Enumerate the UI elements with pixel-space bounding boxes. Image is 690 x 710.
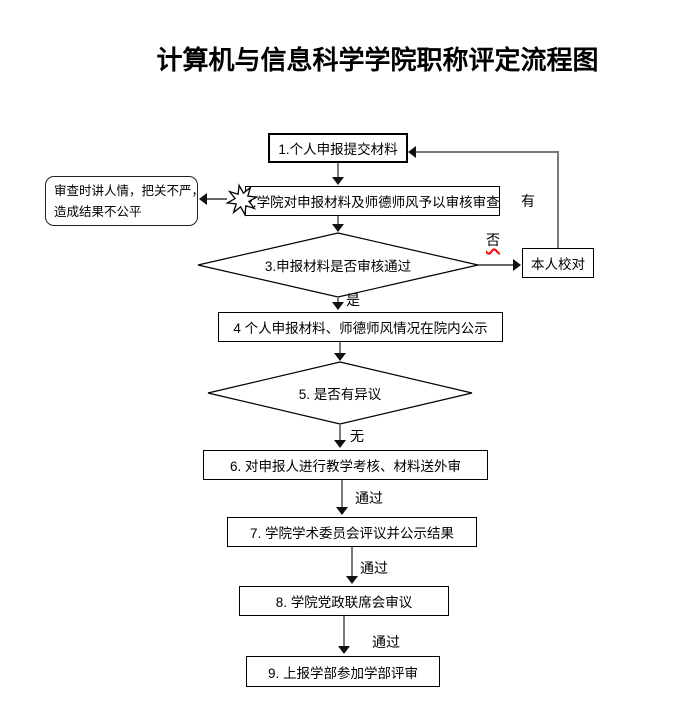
- risk-note-line1: 审查时讲人情，把关不严，: [54, 184, 205, 198]
- node-step4-public-notice: 4 个人申报材料、师德师风情况在院内公示: [218, 312, 503, 342]
- node-step5-decision-label: 5. 是否有异议: [298, 387, 382, 402]
- edge-label-yes: 是: [346, 292, 360, 308]
- node-step8-joint-meeting: 8. 学院党政联席会审议: [239, 586, 449, 616]
- node-step1-submit-materials: 1.个人申报提交材料: [268, 133, 408, 163]
- edge-label-none: 无: [350, 428, 364, 444]
- edge-label-have: 有: [521, 193, 535, 209]
- node-self-proofread: 本人校对: [522, 248, 594, 278]
- node-step3-decision-label: 3.申报材料是否审核通过: [264, 259, 412, 274]
- risk-note-line2: 造成结果不公平: [54, 205, 142, 219]
- edge-label-pass-2: 通过: [360, 560, 388, 576]
- node-step7-academic-committee: 7. 学院学术委员会评议并公示结果: [227, 517, 477, 547]
- risk-note-callout: 审查时讲人情，把关不严， 造成结果不公平: [45, 176, 205, 226]
- node-step2-college-review: 2.学院对申报材料及师德师风予以审核审查: [245, 186, 500, 216]
- edge-label-pass-3: 通过: [372, 634, 400, 650]
- page-title: 计算机与信息科学学院职称评定流程图: [156, 46, 599, 75]
- edge-label-no: 否: [486, 232, 500, 248]
- node-step9-report-to-faculty: 9. 上报学部参加学部评审: [246, 656, 440, 687]
- edge-label-pass-1: 通过: [355, 490, 383, 506]
- node-step6-assessment-external-review: 6. 对申报人进行教学考核、材料送外审: [203, 450, 488, 480]
